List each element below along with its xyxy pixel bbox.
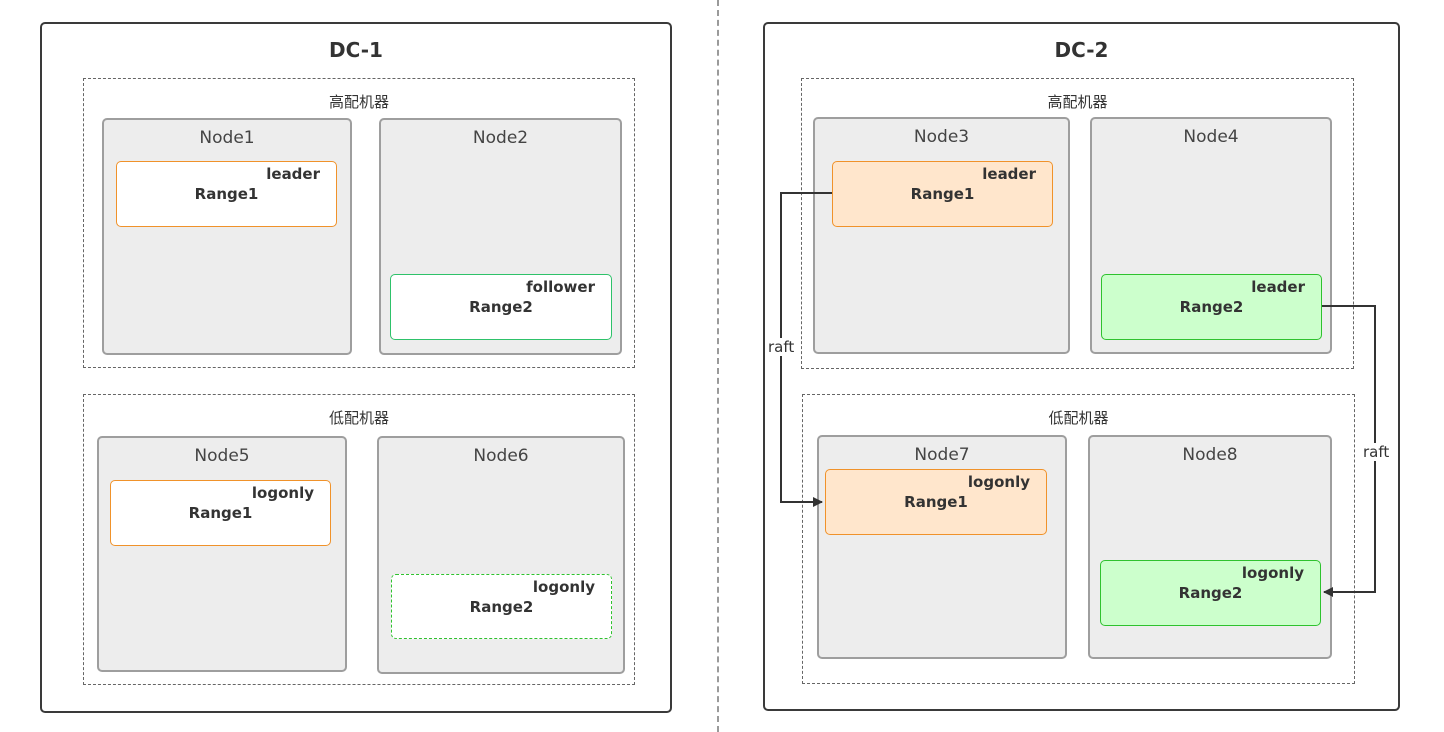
node-3: Node3 [813,117,1070,354]
group-title: 高配机器 [1047,93,1108,111]
range-replica-node6: logonly Range2 [391,574,612,639]
datacenter-title: DC-2 [1054,38,1109,62]
replica-role: logonly [1241,564,1304,582]
group-title: 低配机器 [1048,409,1109,427]
replica-role: leader [266,165,320,183]
raft-label-range2: raft [1361,443,1392,461]
replica-range-name: Range2 [469,298,533,316]
datacenter-divider [717,0,719,732]
replica-role: follower [526,278,595,296]
range-replica-node1: leader Range1 [116,161,337,227]
node-title: Node6 [473,446,529,466]
replica-range-name: Range2 [1179,298,1244,316]
node-title: Node8 [1182,445,1238,465]
node-title: Node7 [914,445,970,465]
node-title: Node1 [199,128,255,148]
range-replica-node4: leader Range2 [1101,274,1322,340]
replica-range-name: Range2 [469,598,534,616]
replica-role: logonly [532,578,595,596]
node-title: Node5 [194,446,250,466]
replica-range-name: Range1 [904,493,968,511]
range-replica-node2: follower Range2 [390,274,612,340]
group-title: 低配机器 [328,409,389,427]
replica-role: logonly [967,473,1030,491]
datacenter-title: DC-1 [329,38,383,62]
replica-role: logonly [251,484,314,502]
range-replica-node3: leader Range1 [832,161,1053,227]
replica-role: leader [1251,278,1305,296]
replica-range-name: Range1 [194,185,259,203]
replica-role: leader [982,165,1036,183]
node-5: Node5 [97,436,347,672]
range-replica-node7: logonly Range1 [825,469,1047,535]
group-title: 高配机器 [328,93,389,111]
range-replica-node8: logonly Range2 [1100,560,1321,626]
replica-range-name: Range1 [188,504,253,522]
node-title: Node2 [472,128,529,148]
replica-range-name: Range2 [1178,584,1243,602]
raft-label-range1: raft [766,338,797,356]
node-title: Node3 [913,127,970,147]
range-replica-node5: logonly Range1 [110,480,331,546]
node-1: Node1 [102,118,352,355]
node-title: Node4 [1183,127,1239,147]
replica-range-name: Range1 [910,185,975,203]
